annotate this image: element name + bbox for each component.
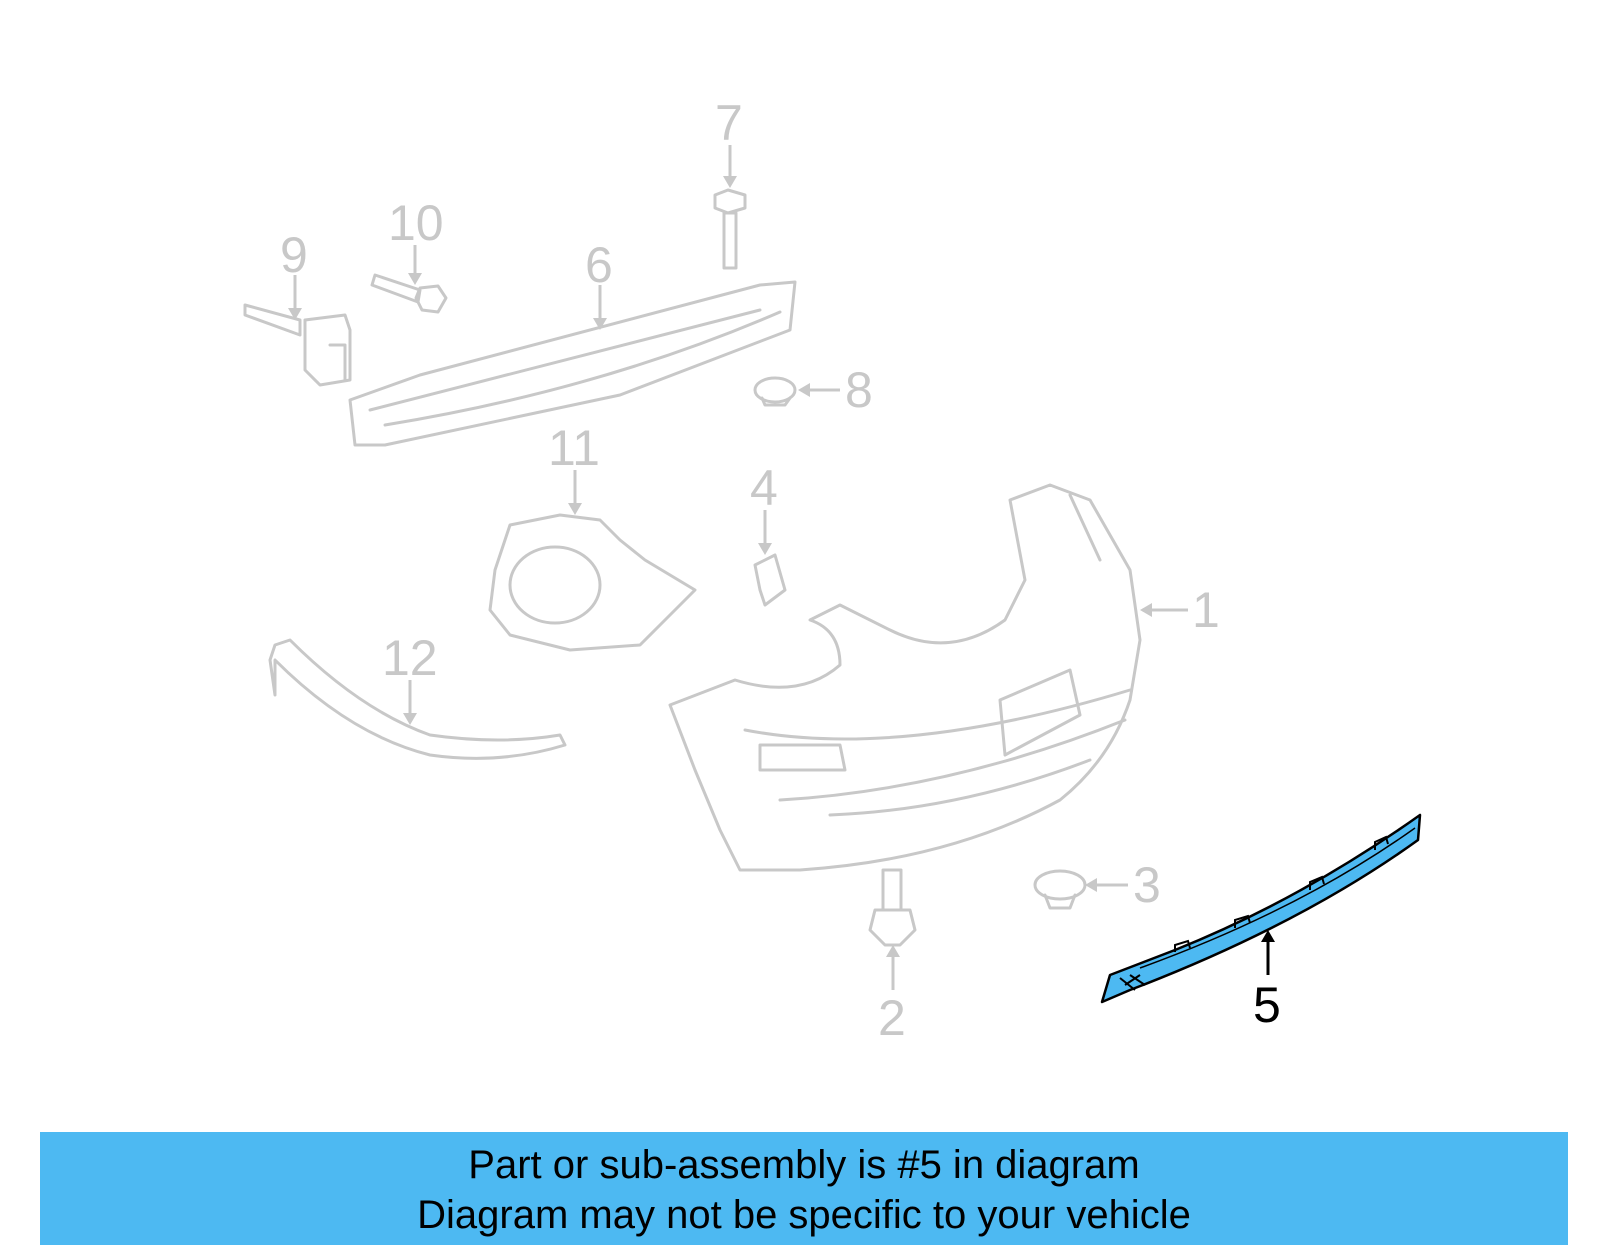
arrowhead-4: [758, 543, 772, 555]
parts-diagram: 1 2 3 4 5 6 7 8 9 10 11 12: [243, 95, 1422, 1046]
part-5-reinforcement-highlighted: [1100, 813, 1422, 1004]
arrowhead-2: [886, 945, 900, 957]
arrowhead-8: [798, 383, 810, 397]
callout-11: 11: [548, 420, 600, 476]
callout-12: 12: [382, 630, 438, 686]
banner-line-part-number: Part or sub-assembly is #5 in diagram: [468, 1143, 1140, 1187]
arrowhead-11: [568, 503, 582, 515]
callout-6: 6: [585, 237, 613, 293]
part-7-bolt: [713, 188, 747, 270]
part-2-bolt: [868, 868, 917, 947]
arrowhead-10: [408, 273, 422, 285]
part-9-mount-bracket: [243, 303, 352, 387]
part-11-lamp-bracket: [488, 513, 697, 652]
arrowhead-7: [723, 176, 737, 188]
part-12-side-strip: [268, 638, 567, 760]
callout-1: 1: [1192, 582, 1220, 638]
arrowhead-12: [403, 713, 417, 725]
part-8-nut: [753, 376, 797, 407]
part-3-clip: [1033, 869, 1087, 910]
callout-4: 4: [750, 460, 778, 516]
part-4-bracket: [753, 553, 787, 607]
callout-8: 8: [845, 362, 873, 418]
arrowhead-5: [1261, 930, 1275, 942]
info-banner: Part or sub-assembly is #5 in diagram Di…: [40, 1132, 1568, 1245]
callout-2: 2: [878, 990, 906, 1046]
part-1-bumper-cover: [668, 483, 1142, 872]
callout-labels: 1 2 3 4 5 6 7 8 9 10 11 12: [280, 95, 1281, 1046]
callout-10: 10: [388, 195, 444, 251]
arrowhead-3: [1085, 878, 1097, 892]
arrowhead-1: [1140, 603, 1152, 617]
callout-5: 5: [1253, 977, 1281, 1033]
callout-7: 7: [715, 95, 743, 151]
part-10-bolt: [370, 273, 448, 314]
part-6-impact-bar: [348, 280, 797, 447]
callout-9: 9: [280, 227, 308, 283]
callout-3: 3: [1133, 857, 1161, 913]
arrowhead-6: [593, 318, 607, 330]
arrowhead-9: [288, 308, 302, 320]
callout-arrows: [288, 145, 1275, 990]
banner-line-disclaimer: Diagram may not be specific to your vehi…: [417, 1193, 1191, 1237]
